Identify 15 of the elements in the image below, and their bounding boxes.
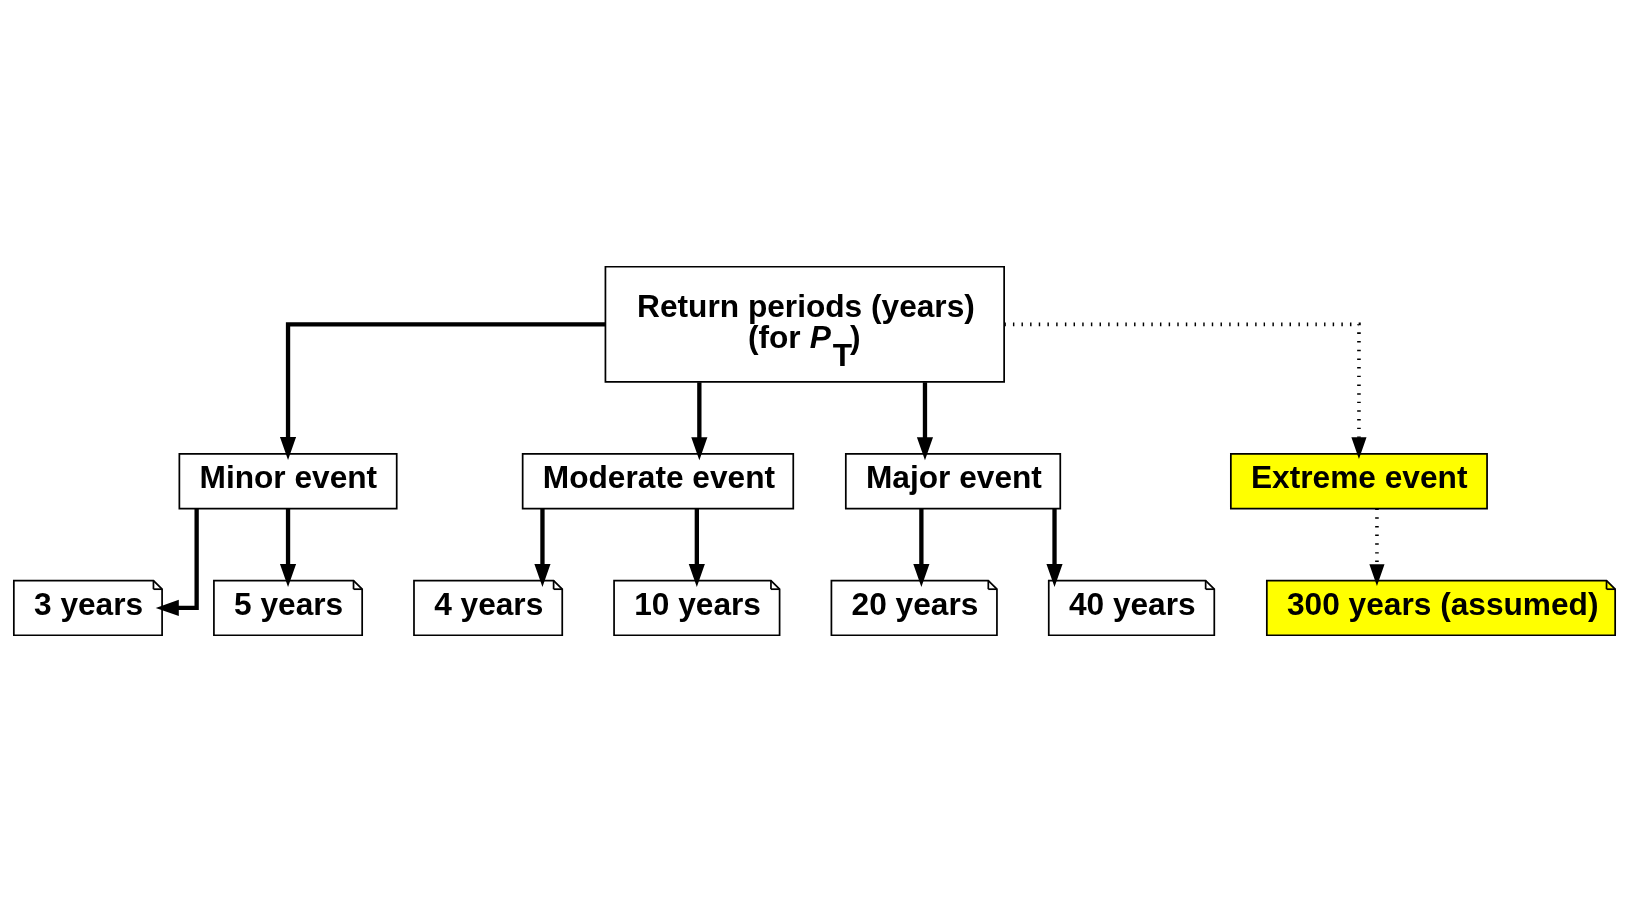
arrow xyxy=(916,381,934,460)
node-box: Extreme event xyxy=(1229,452,1488,509)
arrow xyxy=(691,381,708,460)
node-box: Minor event xyxy=(178,452,398,509)
arrow xyxy=(1046,508,1063,587)
arrow xyxy=(913,508,930,587)
node-box: Major event xyxy=(844,452,1062,509)
arrow xyxy=(1369,508,1385,586)
arrow xyxy=(279,321,606,460)
arrow xyxy=(688,508,705,587)
arrow xyxy=(155,508,199,616)
arrow xyxy=(534,508,551,587)
arrow xyxy=(279,508,297,587)
node-box: Moderate event xyxy=(521,452,795,509)
arrow xyxy=(1004,322,1367,459)
